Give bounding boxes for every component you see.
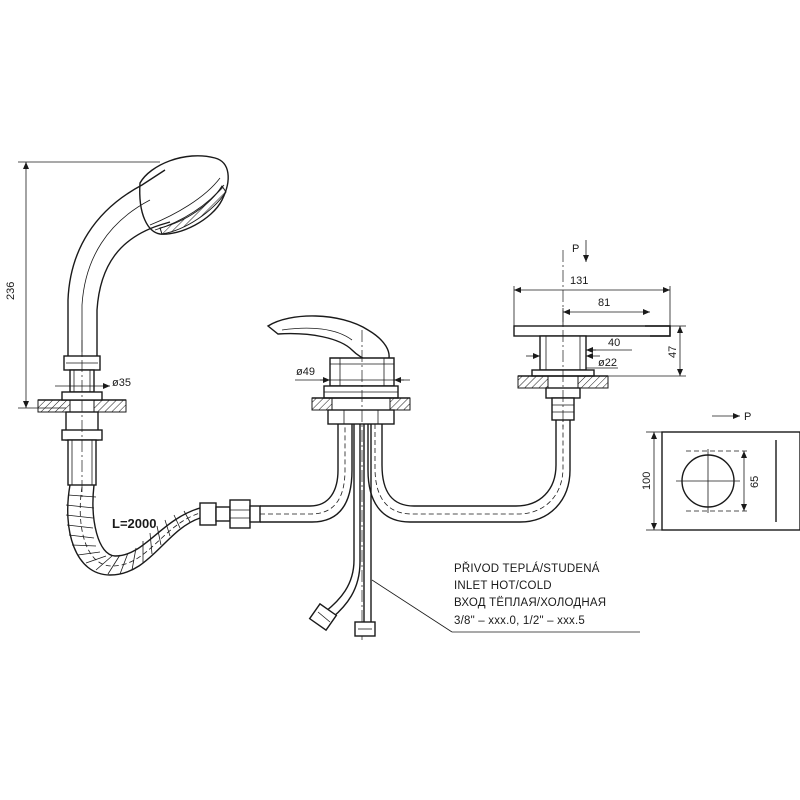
inlet-note-line2: INLET HOT/COLD	[454, 580, 552, 592]
dim-47-label: 47	[667, 346, 679, 358]
dim-40: 40	[586, 337, 632, 353]
dim-65-label: 65	[749, 476, 761, 488]
dim-d35: ø35	[55, 377, 131, 389]
dim-131-label: 131	[570, 275, 588, 287]
dim-d49: ø49	[295, 366, 410, 383]
dim-81: 81	[562, 297, 650, 326]
dim-131: 131	[513, 275, 671, 326]
hose-length-label: L=2000	[112, 516, 156, 531]
view-arrow-side: P	[712, 411, 751, 423]
inlet-note-line3: ВХОД ТЁПЛАЯ/ХОЛОДНАЯ	[454, 597, 606, 609]
dim-100: 100	[641, 431, 662, 531]
dim-40-label: 40	[608, 337, 620, 349]
dim-d49-label: ø49	[296, 366, 315, 378]
hand-shower	[37, 155, 229, 500]
dim-d22: ø22	[526, 353, 618, 369]
view-arrow-top-label: P	[572, 243, 579, 255]
view-arrow-side-label: P	[744, 411, 751, 423]
dim-81-label: 81	[598, 297, 610, 309]
inlet-note-line1: PŘIVOD TEPLÁ/STUDENÁ	[454, 562, 600, 575]
inlet-note-line4: 3/8" – xxx.0, 1/2" – xxx.5	[454, 615, 585, 627]
inlet-note: PŘIVOD TEPLÁ/STUDENÁ INLET HOT/COLD ВХОД…	[371, 562, 640, 633]
connecting-pipes	[260, 420, 571, 637]
dim-236-label: 236	[5, 282, 17, 300]
dim-d22-label: ø22	[598, 357, 617, 369]
view-arrow-top: P	[572, 240, 589, 262]
dim-236: 236	[5, 161, 160, 409]
diverter-side-view	[661, 431, 800, 531]
dim-100-label: 100	[641, 472, 653, 490]
dim-47: 47	[608, 325, 686, 377]
mixer-valve	[266, 315, 411, 640]
shower-hose	[65, 484, 261, 576]
dim-d35-label: ø35	[112, 377, 131, 389]
diverter	[513, 250, 671, 430]
dim-65: 65	[741, 451, 761, 511]
